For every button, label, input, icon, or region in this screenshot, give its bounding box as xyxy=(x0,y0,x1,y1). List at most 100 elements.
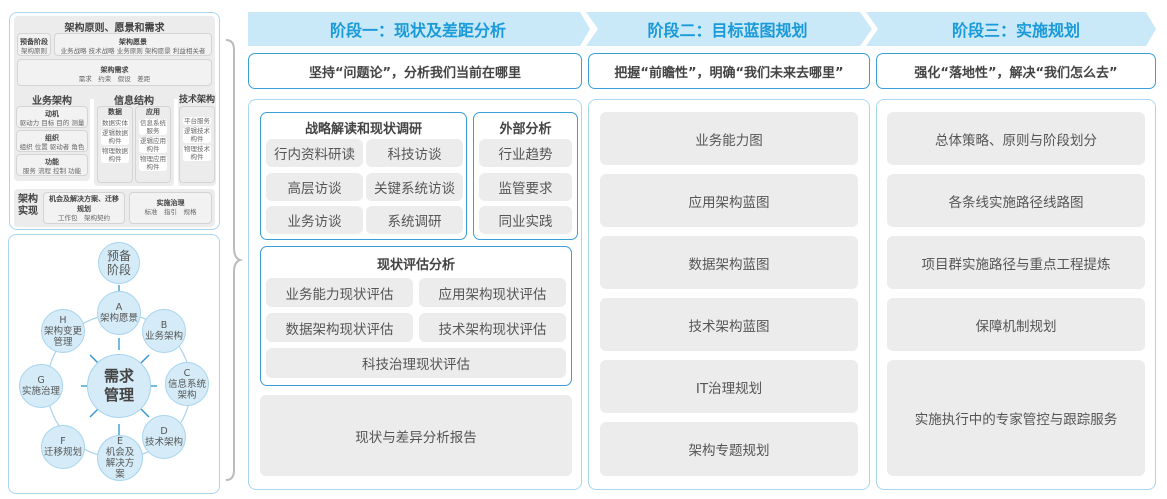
phase-letter: F xyxy=(60,436,66,447)
phase-letter: A xyxy=(115,302,123,313)
external-item: 同业实践 xyxy=(479,206,572,234)
assessment-item: 数据架构现状评估 xyxy=(266,313,413,342)
prelim-phase-circle[interactable]: 预备阶段 xyxy=(98,242,140,284)
stage-3-item: 保障机制规划 xyxy=(887,298,1145,351)
prelim-box: 预备阶段架构原则 xyxy=(17,33,51,56)
tech-item: 平台服务 xyxy=(183,117,211,125)
requirements-title: 架构需求 xyxy=(100,66,129,74)
stage-2-item: 数据架构蓝图 xyxy=(600,236,858,289)
group-title: 动机 xyxy=(45,110,59,118)
stage-2-item: 技术架构蓝图 xyxy=(600,298,858,351)
group-title: 功能 xyxy=(45,158,59,166)
external-item: 监管要求 xyxy=(479,173,572,201)
phase-label: 机会及解决方案 xyxy=(105,447,135,480)
phase-letter: D xyxy=(160,426,168,437)
bracket-divider xyxy=(225,39,244,481)
strategy-item: 关键系统访谈 xyxy=(366,173,463,201)
phase-letter: H xyxy=(59,314,67,326)
external-item: 行业趋势 xyxy=(479,139,572,167)
group-items: 服务 流程 控制 功能 xyxy=(22,167,82,175)
vision-box: 架构愿景业务战略 技术战略 业务原则 架构愿景 利益相关者 xyxy=(54,33,212,56)
tech-item: 物理技术构件 xyxy=(183,145,211,161)
stage-1-title: 阶段一：现状及差距分析 xyxy=(329,21,506,40)
assessment-item: 业务能力现状评估 xyxy=(266,278,413,307)
framework-panel: 架构原则、愿景和需求 预备阶段架构原则 架构愿景业务战略 技术战略 业务原则 架… xyxy=(9,12,220,230)
strategy-item: 业务访谈 xyxy=(266,206,363,234)
business-group: 动机驱动力 目标 目的 测量 xyxy=(16,106,88,128)
data-item: 数据实体 xyxy=(101,119,129,127)
stage-3-item: 各条线实施路径线路图 xyxy=(887,174,1145,227)
tech-title: 技术架构 xyxy=(178,95,215,105)
stage-3-banner: 阶段三：实施规划 xyxy=(876,12,1156,46)
governance-box: 实施治理标准 指引 规格 xyxy=(129,192,212,224)
group-items: 组织 位置 驱动者 角色 xyxy=(19,143,85,151)
stage-3-subtitle: 强化“落地性”，解决“我们怎么去” xyxy=(876,53,1156,89)
phase-label: 业务架构 xyxy=(144,331,183,342)
center-label: 需求管理 xyxy=(103,367,134,404)
opportunity-box: 机会及解决方案、迁移规划工作包 架构契约 xyxy=(43,192,125,224)
stage-3-title: 阶段三：实施规划 xyxy=(951,21,1080,40)
app-item: 信息系统服务 xyxy=(139,119,167,135)
principles-title: 架构原则、愿景和需求 xyxy=(64,23,165,34)
governance-title: 实施治理 xyxy=(156,199,185,207)
assessment-item: 技术架构现状评估 xyxy=(419,313,566,342)
strategy-item: 系统调研 xyxy=(366,206,463,234)
data-column: 数据数据实体逻辑数据构件物理数据构件 xyxy=(97,106,133,183)
center-circle[interactable]: 需求管理 xyxy=(87,354,151,418)
strategy-item: 行内资料研读 xyxy=(266,139,363,167)
business-section: 业务架构 动机驱动力 目标 目的 测量 组织组织 位置 驱动者 角色 功能服务 … xyxy=(14,91,90,181)
info-section: 信息结构 数据数据实体逻辑数据构件物理数据构件 应用信息系统服务逻辑应用构件物理… xyxy=(94,91,174,186)
gap-report: 现状与差异分析报告 xyxy=(260,395,572,476)
realization-section: 架构实现 机会及解决方案、迁移规划工作包 架构契约 实施治理标准 指引 规格 xyxy=(14,189,215,227)
strategy-item: 科技访谈 xyxy=(366,139,463,167)
phase-letter: C xyxy=(183,367,191,379)
phase-letter: B xyxy=(160,320,168,331)
strategy-title: 战略解读和现状调研 xyxy=(304,122,422,137)
app-item: 逻辑应用构件 xyxy=(139,137,167,153)
stage-banners xyxy=(248,12,1156,46)
business-group: 组织组织 位置 驱动者 角色 xyxy=(16,130,88,152)
phase-label: 架构愿景 xyxy=(99,313,138,324)
phase-label: 实施治理 xyxy=(21,386,60,397)
phase-letter: G xyxy=(37,375,45,386)
tech-column: 平台服务逻辑技术构件物理技术构件 xyxy=(179,106,215,183)
prelim-phase-label: 预备阶段 xyxy=(106,249,131,277)
phase-label: 迁移规划 xyxy=(43,447,82,458)
stage-1-banner: 阶段一：现状及差距分析 xyxy=(248,12,588,46)
business-group: 功能服务 流程 控制 功能 xyxy=(16,154,88,176)
stage-2-item: 业务能力图 xyxy=(600,112,858,165)
app-title: 应用 xyxy=(146,108,160,116)
app-item: 物理应用构件 xyxy=(139,155,167,171)
assessment-item: 科技治理现状评估 xyxy=(266,348,566,378)
stage-2-item: 应用架构蓝图 xyxy=(600,174,858,227)
vision-title: 架构愿景 xyxy=(119,38,147,46)
tech-section: 技术架构 平台服务逻辑技术构件物理技术构件 xyxy=(178,91,216,186)
strategy-item: 高层访谈 xyxy=(266,173,363,201)
prelim-items: 架构原则 xyxy=(21,47,47,55)
business-title: 业务架构 xyxy=(32,96,72,107)
requirements-box: 架构需求需求 约束 假设 差距 xyxy=(17,59,212,86)
info-title: 信息结构 xyxy=(114,96,154,107)
prelim-title: 预备阶段 xyxy=(20,38,48,46)
vision-items: 业务战略 技术战略 业务原则 架构愿景 利益相关者 xyxy=(60,47,206,55)
assessment-title: 现状评估分析 xyxy=(376,258,455,273)
stage-2-item: IT治理规划 xyxy=(600,360,858,413)
stage-2-subtitle: 把握“前瞻性”，明确“我们未来去哪里” xyxy=(588,53,870,89)
assessment-item: 应用架构现状评估 xyxy=(419,278,566,307)
data-item: 物理数据构件 xyxy=(101,147,129,163)
phase-label: 技术架构 xyxy=(144,437,183,448)
group-items: 驱动力 目标 目的 测量 xyxy=(19,119,85,127)
group-title: 组织 xyxy=(45,134,59,142)
stage-2-banner: 阶段二：目标蓝图规划 xyxy=(595,12,860,46)
phase-letter: E xyxy=(116,436,123,447)
opportunity-title: 机会及解决方案、迁移规划 xyxy=(49,195,119,213)
